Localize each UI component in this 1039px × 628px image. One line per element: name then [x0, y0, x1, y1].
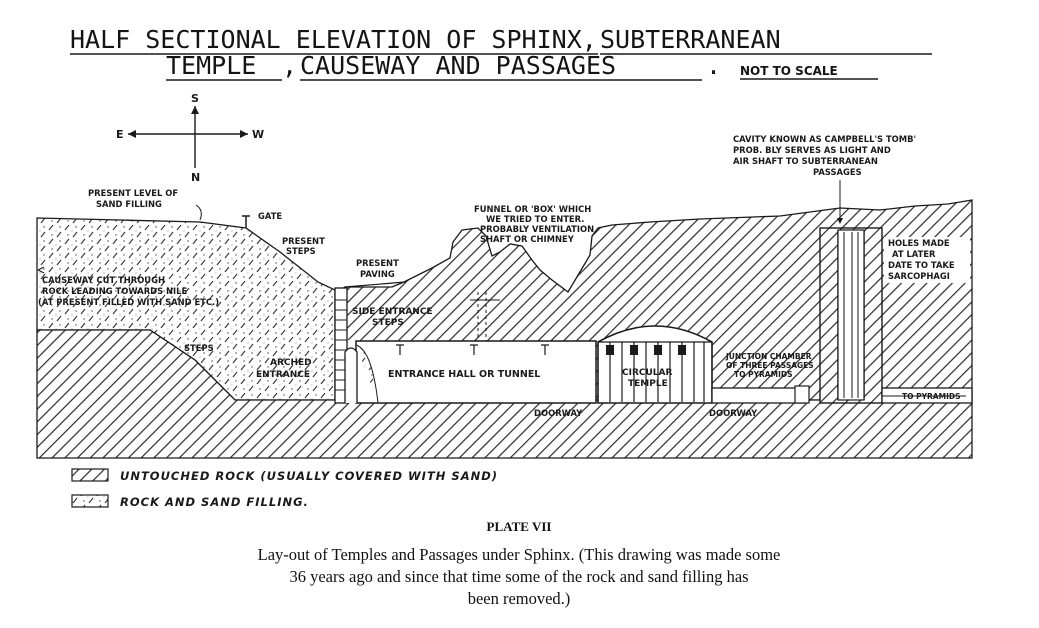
label-present-steps-2: STEPS	[286, 246, 316, 256]
east-arrow-icon	[128, 130, 136, 138]
label-junction-3: TO PYRAMIDS	[734, 370, 793, 379]
cross-section	[36, 199, 973, 459]
north-arrow-icon	[191, 106, 199, 114]
title-line1-a: HALF SECTIONAL ELEVATION OF SPHINX,	[70, 25, 597, 54]
label-junction-2: OF THREE PASSAGES	[726, 361, 814, 370]
legend-sand-swatch	[71, 494, 109, 508]
label-funnel-3: PROBABLY VENTILATION	[480, 224, 594, 234]
label-funnel-2: WE TRIED TO ENTER.	[486, 214, 584, 224]
title-line1-b: SUBTERRANEAN	[600, 25, 781, 54]
label-circular-temple-2: TEMPLE	[628, 379, 668, 389]
west-arrow-icon	[240, 130, 248, 138]
legend-rock-swatch	[71, 468, 109, 482]
label-causeway-2: ROCK LEADING TOWARDS NILE	[42, 286, 188, 296]
gate-icon	[242, 215, 250, 228]
label-causeway-1: CAUSEWAY CUT THROUGH	[42, 275, 165, 285]
label-present-paving-1: PRESENT	[356, 258, 399, 268]
side-entrance-shaft	[334, 287, 348, 404]
compass-w: W	[252, 128, 264, 141]
label-entrance-hall: ENTRANCE HALL OR TUNNEL	[388, 369, 540, 380]
label-junction-1: JUNCTION CHAMBER	[725, 352, 812, 361]
caption-line-2: 36 years ago and since that time some of…	[289, 567, 748, 586]
legend: UNTOUCHED ROCK (USUALLY COVERED WITH SAN…	[71, 468, 498, 509]
label-doorway-2: DOORWAY	[709, 408, 758, 418]
label-holes-2: AT LATER	[892, 249, 936, 259]
label-circular-temple-1: CIRCULAR	[622, 368, 672, 378]
label-holes-4: SARCOPHAGI	[888, 271, 950, 281]
label-sand-level-1: PRESENT LEVEL OF	[88, 188, 178, 198]
caption-block: PLATE VII Lay-out of Temples and Passage…	[258, 519, 781, 608]
compass-rose: S N E W	[116, 92, 264, 184]
label-gate: GATE	[258, 211, 282, 221]
campbells-tomb-shaft	[819, 227, 883, 404]
label-steps: STEPS	[184, 343, 214, 353]
legend-sand-text: ROCK AND SAND FILLING.	[120, 495, 309, 509]
legend-rock-text: UNTOUCHED ROCK (USUALLY COVERED WITH SAN…	[120, 469, 498, 483]
label-side-entrance-1: SIDE ENTRANCE	[352, 307, 433, 317]
title-line2-comma: ,	[282, 51, 297, 80]
circular-temple	[597, 325, 713, 404]
label-sand-level-2: SAND FILLING	[96, 199, 162, 209]
entrance-hall	[355, 340, 597, 404]
label-arched-entrance-1: ARCHED	[270, 358, 312, 368]
label-present-steps-1: PRESENT	[282, 236, 325, 246]
label-causeway-3: (AT PRESENT FILLED WITH SAND ETC.)	[38, 297, 219, 307]
label-campbell-3: AIR SHAFT TO SUBTERRANEAN	[733, 156, 878, 166]
title-line2-causeway: CAUSEWAY AND PASSAGES	[300, 51, 616, 80]
title-line2-temple: TEMPLE	[166, 51, 256, 80]
compass-e: E	[116, 128, 124, 141]
label-holes-1: HOLES MADE	[888, 238, 950, 248]
label-side-entrance-2: STEPS	[372, 318, 404, 328]
caption-line-1: Lay-out of Temples and Passages under Sp…	[258, 545, 781, 564]
compass-s: S	[191, 92, 199, 105]
not-to-scale-note: NOT TO SCALE	[740, 64, 838, 78]
label-campbell-1: CAVITY KNOWN AS CAMPBELL'S TOMB'	[733, 134, 916, 144]
label-funnel-1: FUNNEL OR 'BOX' WHICH	[474, 204, 591, 214]
title-block: HALF SECTIONAL ELEVATION OF SPHINX, SUBT…	[70, 25, 932, 81]
title-line2-period: .	[706, 51, 721, 80]
label-funnel-4: SHAFT OR CHIMNEY	[480, 234, 575, 244]
label-present-paving-2: PAVING	[360, 269, 395, 279]
annotation-labels: PRESENT LEVEL OF SAND FILLING GATE PRESE…	[37, 134, 970, 418]
label-arched-entrance-2: ENTRANCE	[256, 370, 310, 380]
label-doorway-1: DOORWAY	[534, 408, 583, 418]
compass-n: N	[191, 171, 200, 184]
caption-line-3: been removed.)	[468, 589, 571, 608]
label-holes-3: DATE TO TAKE	[888, 260, 955, 270]
label-campbell-2: PROB. BLY SERVES AS LIGHT AND	[733, 145, 891, 155]
label-to-pyramids: TO PYRAMIDS	[902, 392, 961, 401]
label-campbell-4: PASSAGES	[813, 167, 862, 177]
plate-number: PLATE VII	[487, 519, 552, 534]
